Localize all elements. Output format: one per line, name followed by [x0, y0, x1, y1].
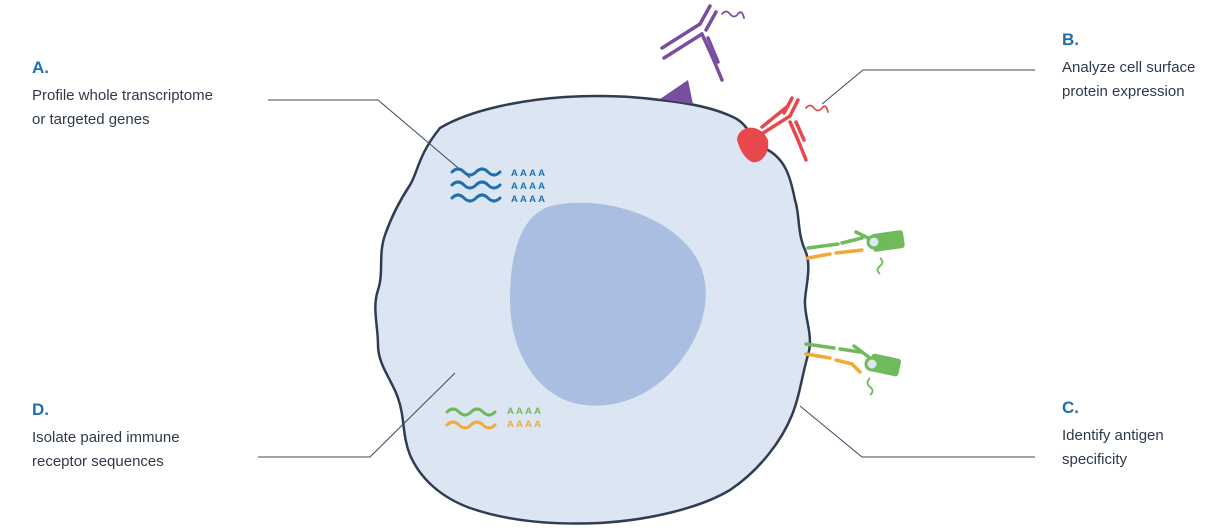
label-c-letter: C.	[1062, 398, 1079, 417]
leader-line-c	[799, 405, 1035, 458]
nucleus	[510, 202, 706, 406]
label-b-line-2: protein expression	[1062, 83, 1185, 100]
label-b: B. Analyze cell surface protein expressi…	[1062, 30, 1195, 104]
t-cell-receptor-icon-2	[804, 342, 872, 374]
antibody-icon-red	[758, 96, 829, 162]
label-a-line-2: or targeted genes	[32, 111, 150, 128]
leader-line-b	[821, 69, 1035, 105]
mrna-transcript-icon	[450, 167, 502, 203]
label-c: C. Identify antigen specificity	[1062, 398, 1164, 472]
label-d: D. Isolate paired immune receptor sequen…	[32, 400, 180, 474]
poly-a-tail-orange: AAAA	[507, 419, 543, 430]
poly-a-tail-2: AAAA	[511, 181, 547, 192]
antibody-icon-purple	[660, 4, 745, 82]
label-c-line-2: specificity	[1062, 451, 1128, 468]
label-c-line-1: Identify antigen	[1062, 427, 1164, 444]
label-b-letter: B.	[1062, 30, 1079, 49]
label-a-letter: A.	[32, 58, 49, 77]
label-a-line-1: Profile whole transcriptome	[32, 87, 213, 104]
poly-a-tail-3: AAAA	[511, 194, 547, 205]
poly-a-tail-1: AAAA	[511, 168, 547, 179]
label-d-letter: D.	[32, 400, 49, 419]
label-b-line-1: Analyze cell surface	[1062, 59, 1196, 76]
label-a: A. Profile whole transcriptome or target…	[32, 58, 213, 132]
antigen-icon-1	[866, 230, 905, 275]
t-cell-receptor-icon-1	[806, 230, 874, 260]
poly-a-tail-green: AAAA	[507, 406, 543, 417]
surface-protein-icon	[660, 80, 693, 104]
leader-line-a	[268, 99, 471, 179]
antigen-icon-2	[864, 353, 901, 396]
label-d-line-2: receptor sequences	[32, 453, 164, 470]
label-d-line-1: Isolate paired immune	[32, 429, 180, 446]
leader-line-d	[258, 372, 456, 458]
receptor-transcript-icon	[445, 407, 497, 430]
